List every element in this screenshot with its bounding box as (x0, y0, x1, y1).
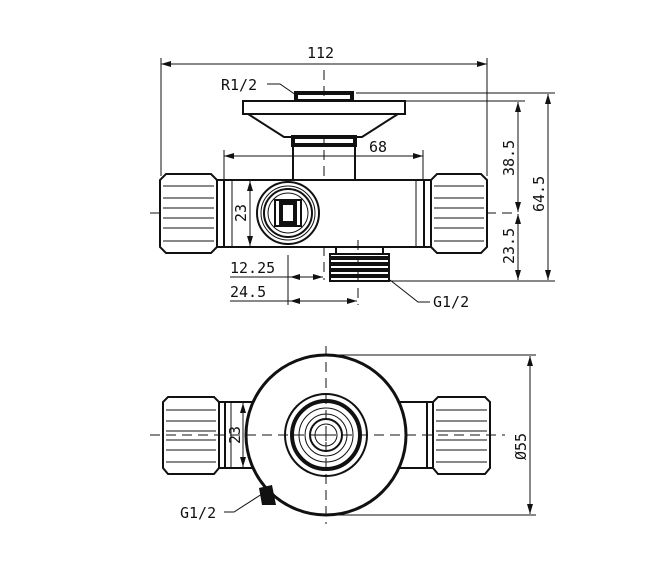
leader-inlet-thread (267, 83, 297, 96)
dim-body-height-bottom: 23 (226, 426, 244, 444)
dim-overall-width: 112 (307, 44, 334, 62)
dim-port-offset: 12.25 (230, 259, 275, 277)
dim-body-height: 23 (232, 204, 250, 222)
right-nut (423, 173, 488, 254)
label-inlet-thread: R1/2 (221, 76, 257, 94)
label-outlet-thread-bottom: G1/2 (180, 504, 216, 522)
front-view: 112 R1/2 68 23 12.25 24.5 G1/2 38.5 23.5 (150, 44, 555, 311)
dim-body-length: 68 (369, 138, 387, 156)
dim-outlet-height: 23.5 (500, 228, 518, 264)
left-nut (159, 173, 225, 254)
dim-handle-height: 38.5 (500, 140, 518, 176)
leader-outlet-thread (389, 279, 430, 303)
valve-body (223, 179, 425, 248)
dim-diameter: Ø55 (512, 433, 530, 460)
stem-thread (291, 135, 357, 147)
dim-outlet-offset: 24.5 (230, 283, 266, 301)
handle (242, 91, 406, 180)
bottom-view: 23 Ø55 G1/2 (150, 346, 536, 524)
side-port (256, 181, 320, 245)
inlet-thread (294, 91, 354, 103)
dim-total-height: 64.5 (530, 176, 548, 212)
leader-outlet-thread-bottom (224, 493, 263, 513)
label-outlet-thread: G1/2 (433, 293, 469, 311)
outlet-thread-stub (259, 485, 276, 505)
bottom-outlet (329, 246, 390, 282)
